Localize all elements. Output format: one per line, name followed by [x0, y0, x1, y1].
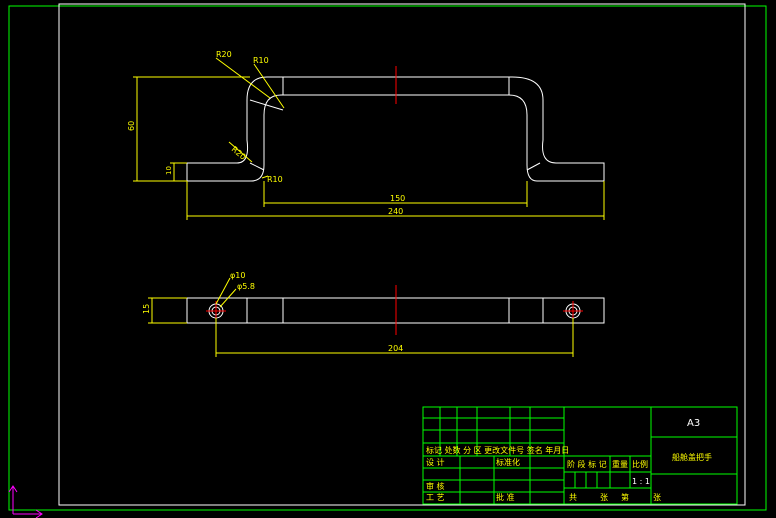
dim-width-240: 240 — [388, 207, 403, 216]
title-part-name: 船舱盖把手 — [672, 452, 712, 462]
front-view-bend-line-left — [249, 99, 284, 111]
title-process: 工 艺 — [426, 493, 445, 502]
dim-height-10: 10 — [165, 166, 173, 175]
drawing-frame — [58, 3, 746, 506]
dim-r20: R20 — [216, 50, 232, 59]
title-design: 设 计 — [426, 457, 445, 467]
title-page-end: 张 — [653, 493, 661, 502]
title-scale-value: 1 : 1 — [632, 477, 650, 486]
title-stage-labels: 阶 段 标 记 — [567, 459, 607, 469]
title-sheet-size: A3 — [687, 418, 700, 429]
title-page: 第 — [621, 492, 629, 502]
dim-hole-spacing: 204 — [388, 344, 403, 353]
title-block — [422, 406, 738, 505]
title-scale-label: 比例 — [632, 459, 648, 469]
ucs-axis-icon — [8, 485, 43, 518]
dim-width-150: 150 — [390, 194, 405, 203]
front-view-dimensions — [133, 57, 605, 220]
title-weight: 重量 — [612, 459, 628, 469]
top-view-dimensions — [148, 277, 574, 357]
title-review: 审 核 — [426, 481, 445, 491]
title-total: 共 — [569, 493, 577, 502]
dim-hole-dia-58: φ5.8 — [237, 282, 255, 291]
dim-hole-dia-10: φ10 — [230, 271, 245, 280]
dim-thickness: 15 — [142, 304, 151, 314]
dim-height-60: 60 — [127, 121, 136, 131]
title-row-label: 标记 处数 分 区 更改文件号 签名 年月日 — [426, 445, 569, 455]
dim-r10-top: R10 — [253, 56, 269, 65]
title-sheets: 张 — [600, 493, 608, 502]
outer-border — [8, 5, 767, 511]
dim-r10-lower: R10 — [267, 175, 283, 184]
title-standardization: 标准化 — [496, 457, 520, 467]
title-approve: 批 准 — [496, 492, 515, 502]
